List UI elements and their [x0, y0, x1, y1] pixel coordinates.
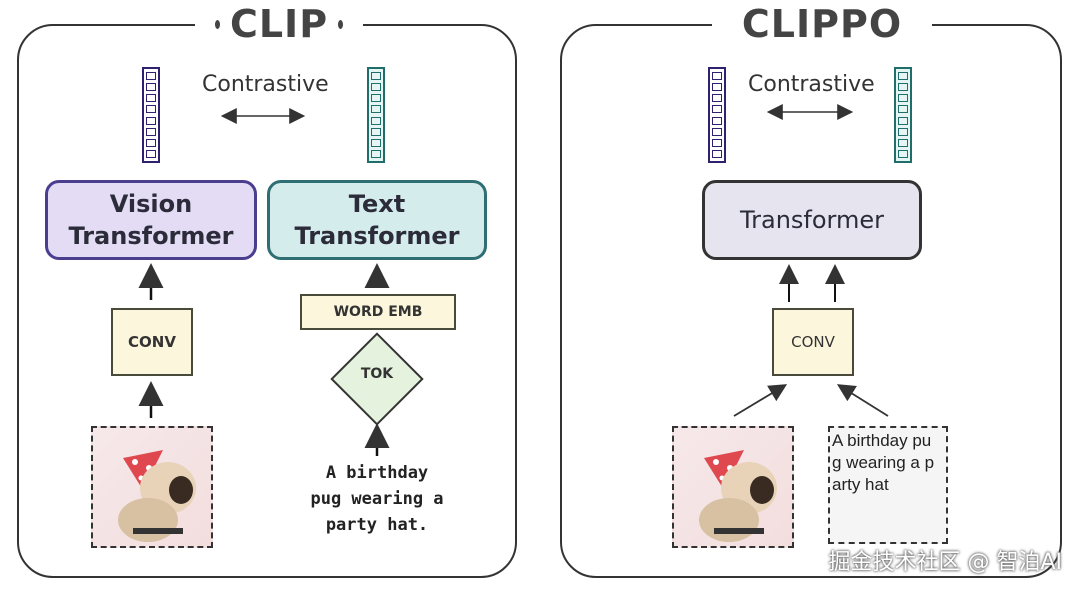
- clippo-contrastive-label: Contrastive: [748, 72, 875, 97]
- text-transformer-box: Text Transformer: [267, 180, 487, 260]
- watermark-text: 掘金技术社区 @ 智泊AI: [828, 550, 1062, 575]
- clippo-pug-image: [672, 426, 794, 548]
- vision-transformer-box: Vision Transformer: [45, 180, 257, 260]
- title-dot-icon: [215, 19, 220, 29]
- clip-pug-image: [91, 426, 213, 548]
- clippo-title: CLIPPO: [712, 2, 932, 46]
- clippo-transformer-box: Transformer: [702, 180, 922, 260]
- clippo-text-embedding-vector: [894, 67, 912, 163]
- tok-label: TOK: [360, 366, 394, 382]
- clippo-conv-box: CONV: [772, 308, 854, 376]
- pug-party-hat-icon: [118, 450, 196, 542]
- clippo-image-to-conv-arrow: [733, 384, 788, 417]
- clip-conv-box: CONV: [111, 308, 193, 376]
- title-dot-icon: [338, 19, 343, 29]
- clippo-text-to-conv-arrow: [836, 384, 889, 417]
- word-emb-box: WORD EMB: [300, 294, 456, 330]
- pug-party-hat-icon: [699, 450, 777, 542]
- clip-image-embedding-vector: [142, 67, 160, 163]
- clip-text-embedding-vector: [367, 67, 385, 163]
- clippo-rendered-text-image: A birthday pu g wearing a p arty hat: [828, 426, 948, 544]
- clip-title: CLIP: [195, 2, 363, 46]
- clip-contrastive-label: Contrastive: [202, 72, 329, 97]
- clippo-image-embedding-vector: [708, 67, 726, 163]
- clip-caption-text: A birthday pug wearing a party hat.: [310, 463, 444, 535]
